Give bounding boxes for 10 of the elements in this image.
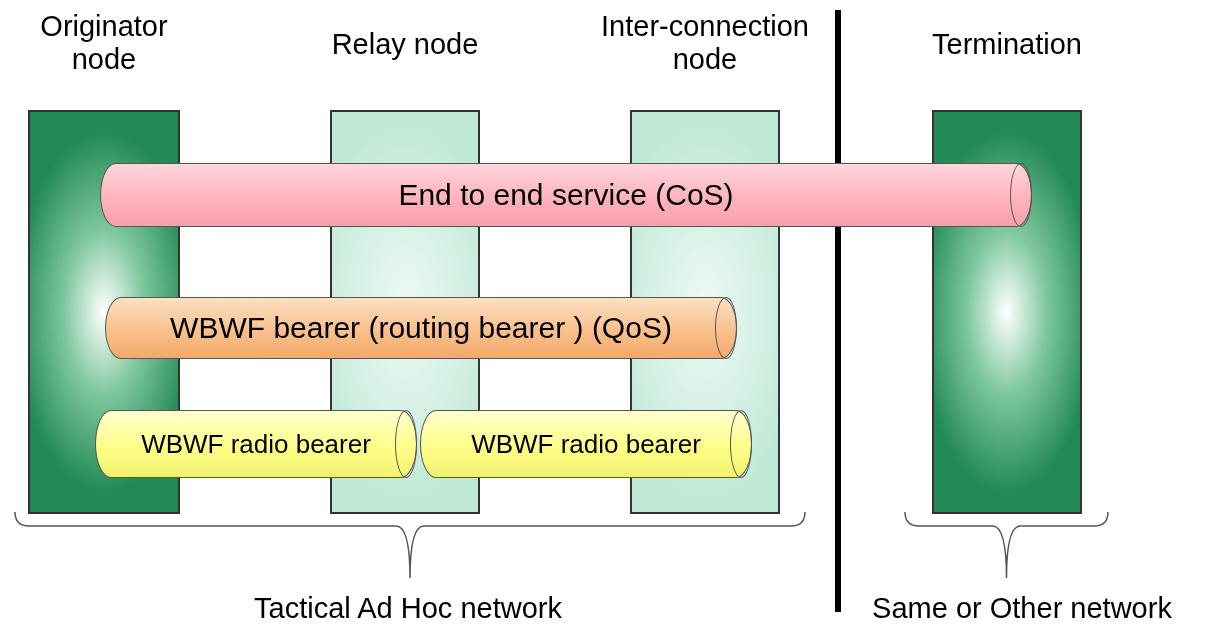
bearer-pipe: WBWF radio bearer	[420, 410, 752, 478]
node-heading: Relay node	[331, 28, 479, 61]
node-heading: Originator node	[39, 10, 169, 76]
bearer-pipe: WBWF radio bearer	[95, 410, 417, 478]
network-label: Same or Other network	[872, 592, 1172, 625]
node-heading: Inter-connection node	[600, 10, 810, 76]
node-heading: Termination	[932, 28, 1082, 61]
bearer-pipe: End to end service (CoS)	[100, 163, 1032, 227]
network-label: Tactical Ad Hoc network	[254, 592, 562, 625]
bearer-pipe: WBWF bearer (routing bearer ) (QoS)	[105, 297, 737, 359]
